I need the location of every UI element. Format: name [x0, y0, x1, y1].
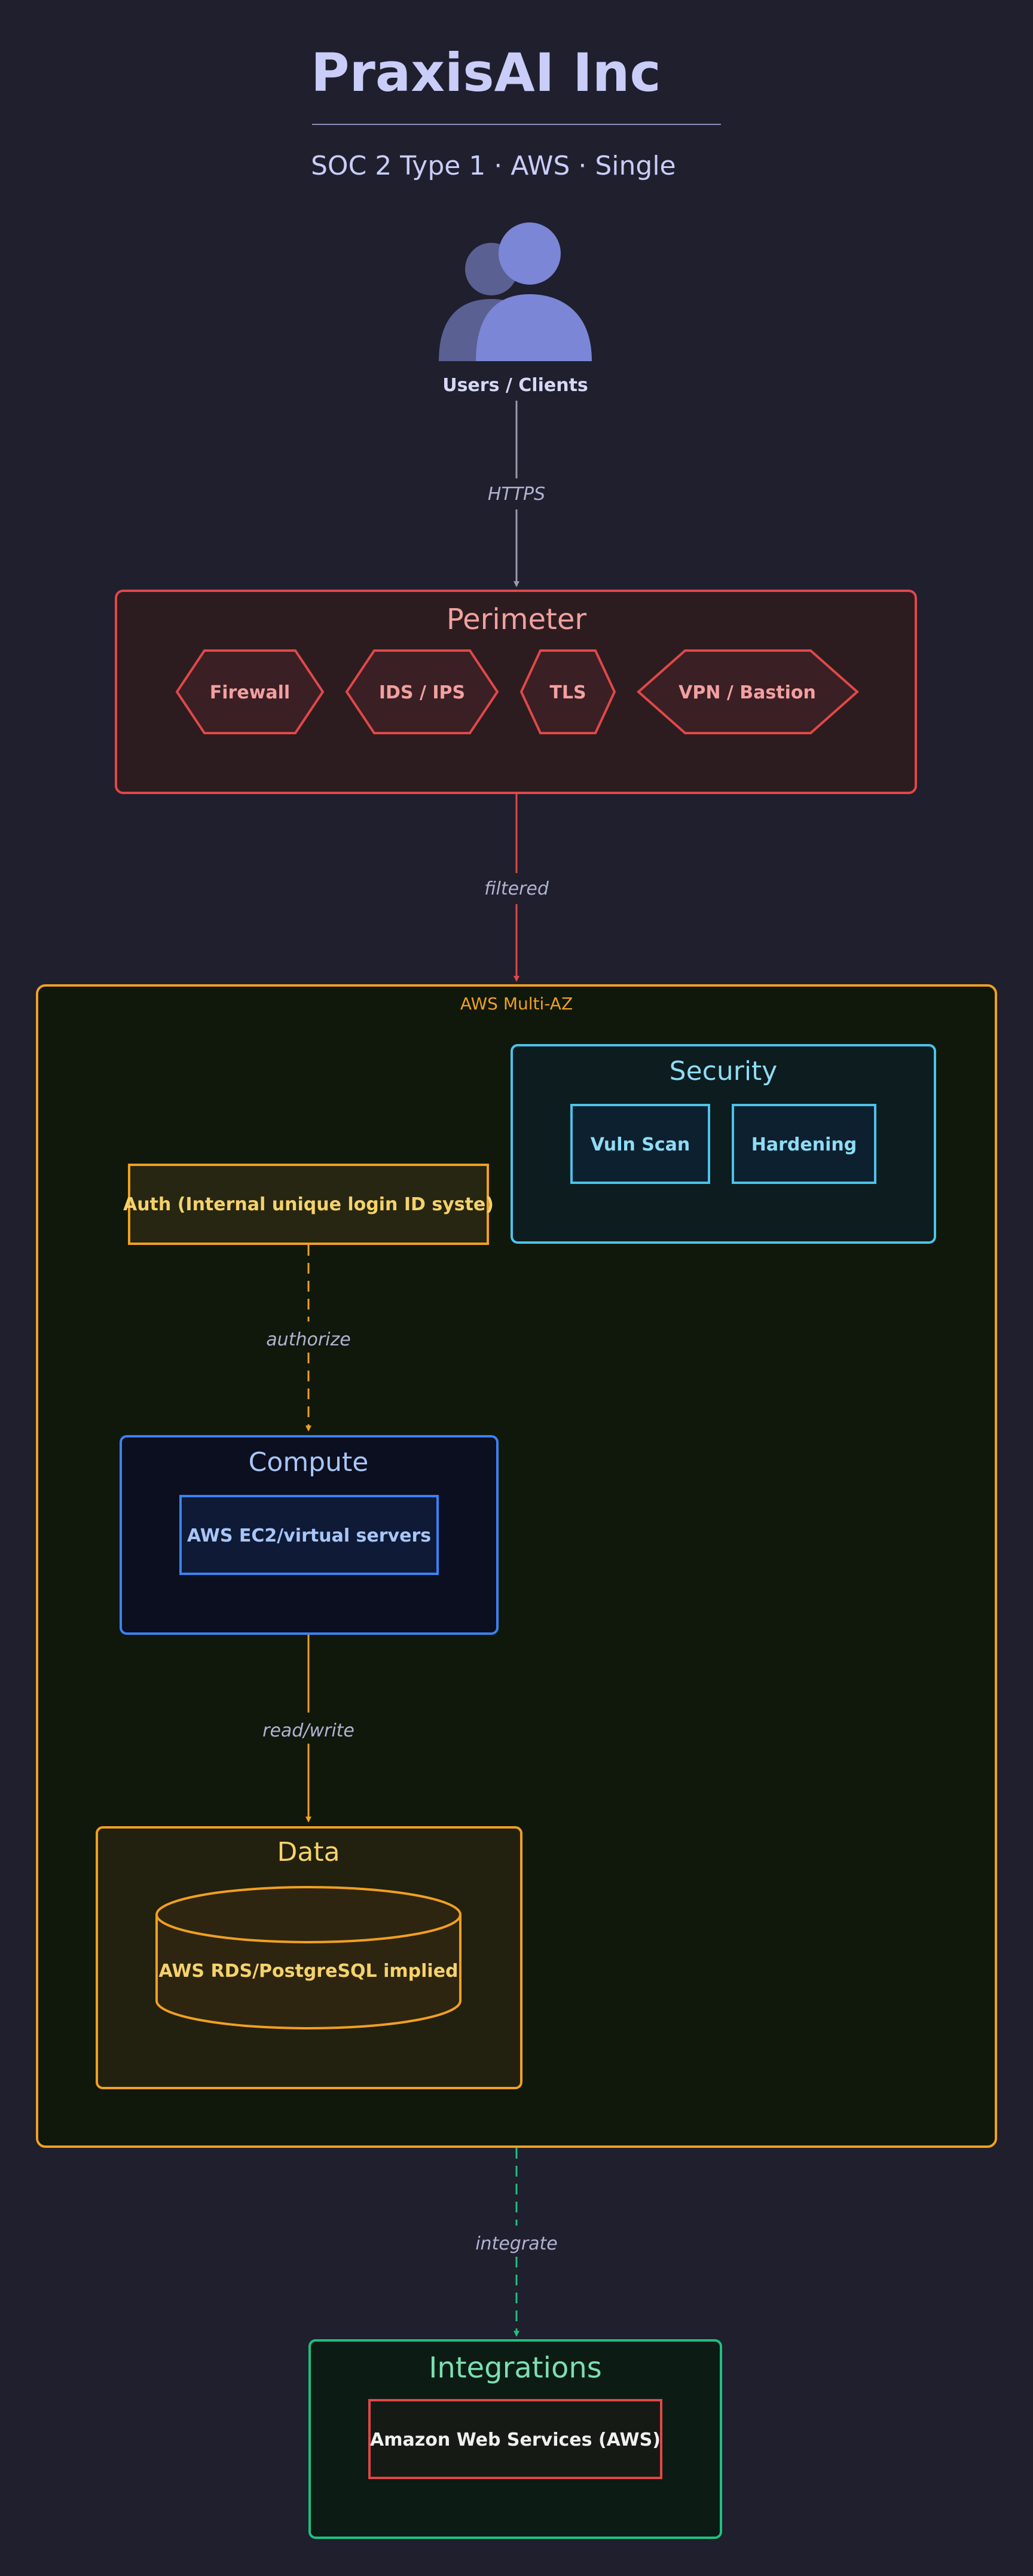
edge-https: HTTPS [488, 401, 545, 587]
compute-zone: Compute AWS EC2/virtual servers [120, 1435, 499, 1635]
data-zone: Data AWS RDS/PostgreSQL implied [96, 1826, 522, 2089]
edge-https-label: HTTPS [488, 484, 545, 505]
perimeter-box [115, 590, 917, 794]
compute-title: Compute [249, 1447, 369, 1478]
edge-filtered-label: filtered [484, 878, 549, 899]
firewall-label: Firewall [210, 682, 290, 703]
ec2-node: AWS EC2/virtual servers [179, 1495, 439, 1575]
ids-ips-node: IDS / IPS [345, 649, 499, 734]
edge-authorize: authorize [266, 1245, 351, 1432]
security-box [511, 1044, 936, 1244]
vpn-bastion-label: VPN / Bastion [679, 682, 816, 703]
edge-integrate-label: integrate [475, 2233, 558, 2254]
vpn-bastion-node: VPN / Bastion [636, 649, 860, 734]
users-icon [439, 222, 592, 361]
page-subtitle: SOC 2 Type 1 · AWS · Single [311, 151, 676, 181]
hardening-label: Hardening [751, 1134, 857, 1155]
edge-filtered: filtered [484, 794, 549, 982]
security-zone: Security Vuln Scan Hardening [511, 1044, 936, 1244]
tls-label: TLS [549, 682, 586, 703]
aws-label: AWS Multi-AZ [460, 994, 573, 1014]
edge-read-write-label: read/write [262, 1720, 354, 1741]
integrations-title: Integrations [429, 2351, 602, 2385]
users-node: Users / Clients [439, 222, 592, 396]
aws-integration-label: Amazon Web Services (AWS) [370, 2430, 661, 2450]
vuln-scan-label: Vuln Scan [591, 1134, 690, 1155]
ids-ips-label: IDS / IPS [379, 682, 465, 703]
edge-authorize-label: authorize [266, 1329, 350, 1350]
hardening-node: Hardening [732, 1104, 876, 1184]
security-title: Security [670, 1056, 778, 1086]
aws-integration-node: Amazon Web Services (AWS) [368, 2399, 662, 2479]
database-icon [155, 1886, 462, 2029]
firewall-node: Firewall [175, 649, 325, 734]
page-title: PraxisAI Inc [311, 42, 661, 103]
data-title: Data [277, 1837, 340, 1867]
auth-box [128, 1164, 489, 1245]
perimeter-zone: Perimeter Firewall IDS / IPS TLS VPN / B… [115, 590, 917, 794]
perimeter-title: Perimeter [447, 603, 586, 636]
users-label: Users / Clients [442, 375, 588, 396]
vuln-scan-node: Vuln Scan [570, 1104, 710, 1184]
auth-label: Auth (Internal unique login ID syste) [123, 1194, 494, 1215]
edge-read-write: read/write [262, 1635, 354, 1823]
edge-integrate: integrate [475, 2148, 558, 2337]
rds-label: AWS RDS/PostgreSQL implied [158, 1961, 458, 1982]
auth-node: Auth (Internal unique login ID syste) [123, 1164, 494, 1245]
header: PraxisAI Inc SOC 2 Type 1 · AWS · Single [311, 42, 721, 181]
integrations-zone: Integrations Amazon Web Services (AWS) [308, 2339, 722, 2539]
tls-node: TLS [519, 649, 616, 734]
ec2-label: AWS EC2/virtual servers [187, 1525, 431, 1546]
